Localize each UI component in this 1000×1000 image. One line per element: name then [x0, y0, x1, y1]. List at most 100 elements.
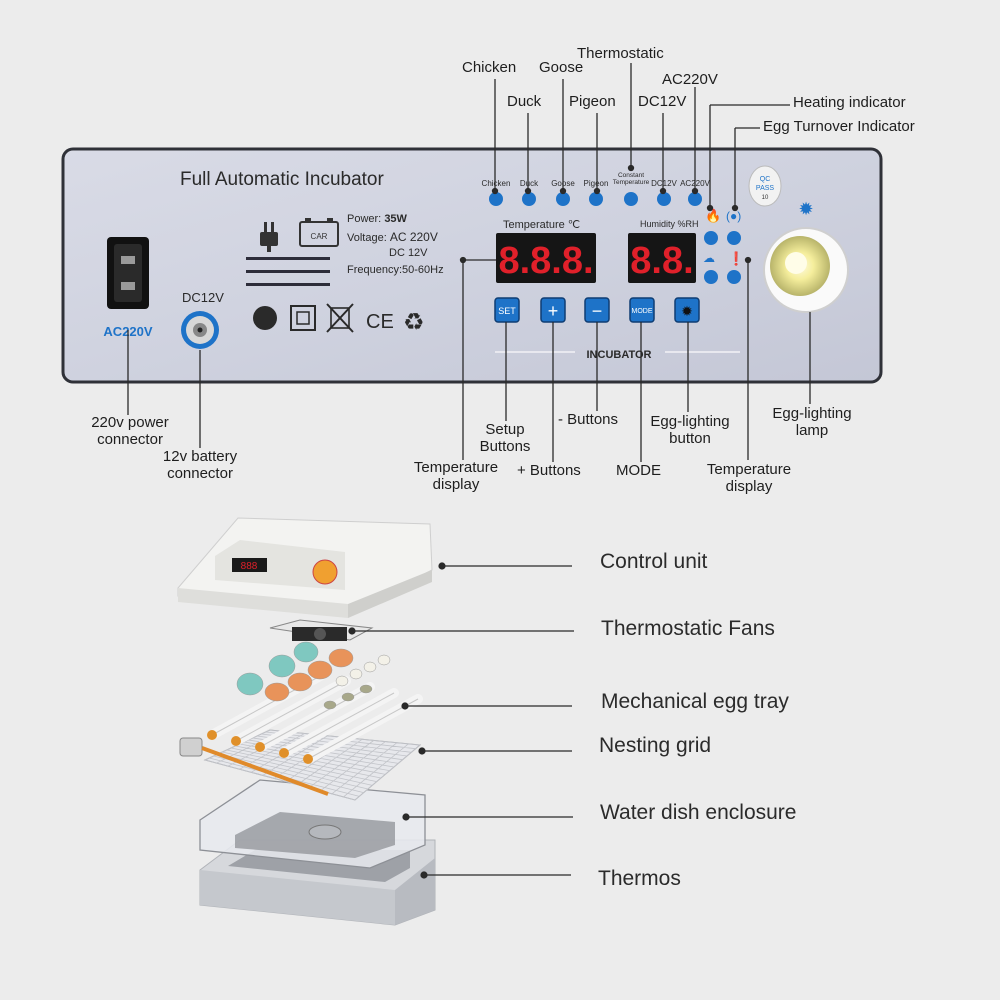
callout-goose: Goose: [539, 59, 584, 76]
egg: [323, 700, 337, 710]
callout-lines: [127, 63, 811, 462]
qc-pass-sticker: QC PASS 10: [748, 165, 782, 207]
leader-dot: [438, 562, 446, 570]
leader-dot: [402, 813, 410, 821]
humidity-digits: 8.8.: [630, 240, 693, 282]
svg-text:10: 10: [762, 195, 769, 201]
ac-power-socket: [107, 237, 149, 309]
temperature-digits: 8.8.8.: [498, 240, 593, 282]
callout-dot: [731, 204, 739, 212]
callout-dot: [706, 204, 714, 212]
callout-egg-lighting-lamp: Egg-lighting lamp: [772, 405, 852, 439]
leader-dot: [348, 627, 356, 635]
set-button[interactable]: SET: [494, 297, 520, 323]
mode-led: [688, 192, 702, 206]
candling-egg-icon: [312, 559, 338, 585]
callout-dot: [659, 187, 667, 195]
svg-text:+: +: [548, 301, 559, 321]
lamp-icon: ✹: [798, 199, 813, 219]
mode-indicator: DC12V: [651, 179, 678, 206]
leader-dot: [418, 747, 426, 755]
egg: [307, 660, 333, 680]
egg: [268, 654, 296, 678]
mode-label: Chicken: [482, 179, 511, 188]
dc-jack-label: DC12V: [182, 290, 224, 305]
mode-indicator: Chicken: [482, 179, 511, 206]
egg: [335, 675, 349, 687]
callout-egg-turnover: Egg Turnover Indicator: [763, 118, 915, 135]
eggs: [236, 641, 391, 710]
roller-end-cap: [303, 754, 313, 764]
label-control-unit: Control unit: [600, 550, 708, 573]
mode-led: [489, 192, 503, 206]
mode-led: [556, 192, 570, 206]
indicator-led: [704, 231, 718, 245]
callout-dot: [524, 187, 532, 195]
roller-end-cap: [207, 730, 217, 740]
leader-dot: [401, 702, 409, 710]
label-water-dish-enclosure: Water dish enclosure: [600, 801, 797, 824]
car-battery-icon: CAR: [299, 218, 339, 247]
minus-button[interactable]: −: [584, 297, 610, 323]
callout-plus-buttons: + Buttons: [517, 462, 581, 479]
mode-led: [657, 192, 671, 206]
callout-thermostatic: Thermostatic: [577, 45, 664, 62]
voltage-label: Voltage: AC 220V: [347, 230, 438, 244]
label-mechanical-egg-tray: Mechanical egg tray: [601, 690, 789, 713]
plus-button[interactable]: +: [540, 297, 566, 323]
status-indicators: 🔥 (●) ☁ ❗: [703, 208, 744, 284]
voltage-dc: DC 12V: [389, 247, 428, 259]
control-panel-diagram: Full Automatic Incubator AC220V DC12V CA…: [61, 63, 883, 462]
egg: [287, 672, 313, 692]
panel-title: Full Automatic Incubator: [180, 169, 384, 190]
label-thermostatic-fans: Thermostatic Fans: [601, 617, 775, 640]
mode-led: [624, 192, 638, 206]
double-insulation-icon: [290, 305, 316, 331]
mode-label: Pigeon: [584, 179, 609, 188]
heating-flame-icon: 🔥: [705, 208, 721, 223]
temperature-display-title: Temperature ℃: [503, 219, 580, 231]
callout-dc12v: DC12V: [638, 93, 687, 110]
egg: [377, 654, 391, 666]
decorative-stripes: [246, 257, 330, 286]
temperature-display: [496, 233, 596, 283]
tray-roller-edge: [283, 692, 395, 754]
callout-chicken: Chicken: [462, 59, 517, 76]
svg-text:−: −: [592, 301, 603, 321]
indicator-led: [704, 270, 718, 284]
humidity-display-title: Humidity %RH: [640, 219, 699, 229]
callout-dot: [559, 187, 567, 195]
egg: [359, 684, 373, 694]
callout-battery-connector: 12v battery connector: [162, 448, 238, 482]
tray-roller-edge: [235, 680, 347, 742]
mode-label: Duck: [520, 179, 539, 188]
egg: [341, 692, 355, 702]
rohs-icon: [253, 306, 277, 330]
leader-lines: [348, 562, 574, 879]
mode-indicator: Duck: [520, 179, 539, 206]
svg-text:QC: QC: [760, 176, 771, 183]
light-icon: ✹: [681, 303, 693, 319]
egg: [349, 668, 363, 680]
mode-button[interactable]: MODE: [629, 297, 655, 323]
callout-duck: Duck: [507, 93, 542, 110]
egg-lighting-lamp: [763, 227, 849, 313]
exploded-view-diagram: 888: [177, 517, 574, 926]
indicator-led: [727, 270, 741, 284]
callout-setup-buttons: Setup Buttons: [479, 421, 531, 455]
plug-icon: [260, 222, 278, 252]
svg-text:PASS: PASS: [756, 185, 774, 192]
callout-power-connector: 220v power connector: [91, 414, 169, 448]
callout-temperature-display-left: Temperature display: [413, 459, 499, 493]
callout-pigeon: Pigeon: [569, 93, 616, 110]
callout-dot: [593, 187, 601, 195]
turning-motor-rod: [179, 737, 329, 796]
callout-mode: MODE: [616, 462, 661, 479]
svg-text:MODE: MODE: [632, 308, 653, 315]
leader-dot: [420, 871, 428, 879]
callout-minus-buttons: - Buttons: [558, 411, 619, 428]
humidity-cloud-icon: ☁: [703, 251, 715, 265]
humidity-display: [628, 233, 696, 283]
mode-label: DC12V: [651, 179, 677, 188]
egg-lighting-button[interactable]: ✹: [674, 297, 700, 323]
